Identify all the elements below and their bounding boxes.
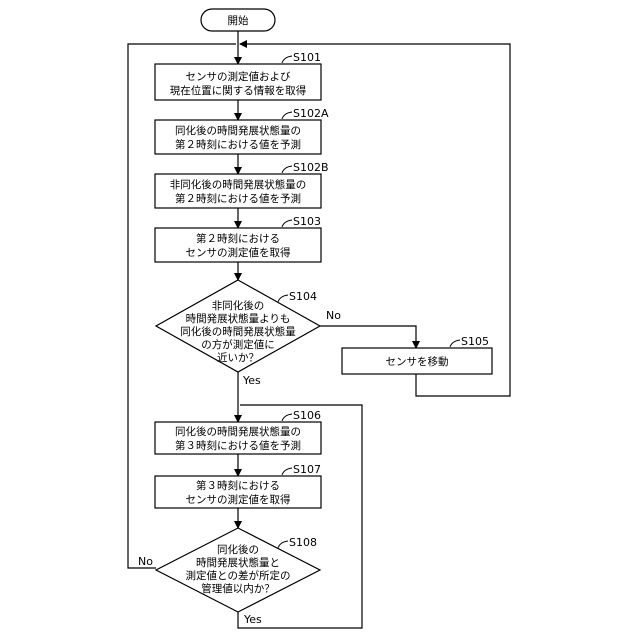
step-s101-line-1: センサの測定値および <box>186 70 291 83</box>
step-s103-id: S103 <box>293 215 321 228</box>
step-s106-id: S106 <box>293 409 321 422</box>
decision-s108-line-3: 測定値との差が所定の <box>186 569 291 582</box>
step-s105: センサを移動 S105 <box>342 335 492 374</box>
step-s102a: 同化後の時間発展状態量の 第２時刻における値を予測 S102A <box>155 107 329 154</box>
decision-s104-no-label: No <box>326 309 341 322</box>
step-s105-line-1: センサを移動 <box>386 355 449 368</box>
decision-s104-id: S104 <box>289 290 317 303</box>
step-s102a-id: S102A <box>293 107 329 120</box>
step-s101-id: S101 <box>293 51 321 64</box>
decision-s104-yes-label: Yes <box>242 374 261 387</box>
step-s106-line-1: 同化後の時間発展状態量の <box>175 425 301 438</box>
decision-s108-yes-label: Yes <box>243 613 262 626</box>
decision-s108-id: S108 <box>289 536 317 549</box>
step-s101-line-2: 現在位置に関する情報を取得 <box>170 84 307 97</box>
step-s105-id: S105 <box>461 335 489 348</box>
decision-s104-line-5: 近いか？ <box>217 351 259 364</box>
decision-s108-line-2: 時間発展状態量と <box>196 556 280 569</box>
decision-s108: 同化後の 時間発展状態量と 測定値との差が所定の 管理値以内か？ S108 No… <box>138 528 320 626</box>
step-s102a-line-1: 同化後の時間発展状態量の <box>175 124 301 137</box>
step-s102a-line-2: 第２時刻における値を予測 <box>175 138 301 151</box>
step-s106-line-2: 第３時刻における値を予測 <box>175 439 301 452</box>
step-s102b: 非同化後の時間発展状態量の 第２時刻における値を予測 S102B <box>155 161 329 208</box>
decision-s108-line-4: 管理値以内か？ <box>201 582 275 595</box>
step-s102b-line-2: 第２時刻における値を予測 <box>175 192 301 205</box>
decision-s104-line-1: 非同化後の <box>212 299 265 312</box>
decision-s108-line-1: 同化後の <box>217 543 259 556</box>
step-s103-line-1: 第２時刻における <box>196 232 280 245</box>
decision-s104-line-4: の方が測定値に <box>201 338 275 351</box>
decision-s108-no-label: No <box>138 555 153 568</box>
start-terminal: 開始 <box>201 9 275 31</box>
decision-s104-line-2: 時間発展状態量よりも <box>186 312 291 325</box>
step-s107-id: S107 <box>293 463 321 476</box>
step-s103-line-2: センサの測定値を取得 <box>186 246 291 259</box>
step-s107-line-1: 第３時刻における <box>196 479 280 492</box>
start-label: 開始 <box>228 14 249 27</box>
step-s107-line-2: センサの測定値を取得 <box>186 493 291 506</box>
step-s102b-line-1: 非同化後の時間発展状態量の <box>170 178 307 191</box>
step-s102b-id: S102B <box>293 161 329 174</box>
decision-s104-line-3: 同化後の時間発展状態量 <box>180 325 296 338</box>
decision-s104: 非同化後の 時間発展状態量よりも 同化後の時間発展状態量 の方が測定値に 近いか… <box>156 280 341 387</box>
